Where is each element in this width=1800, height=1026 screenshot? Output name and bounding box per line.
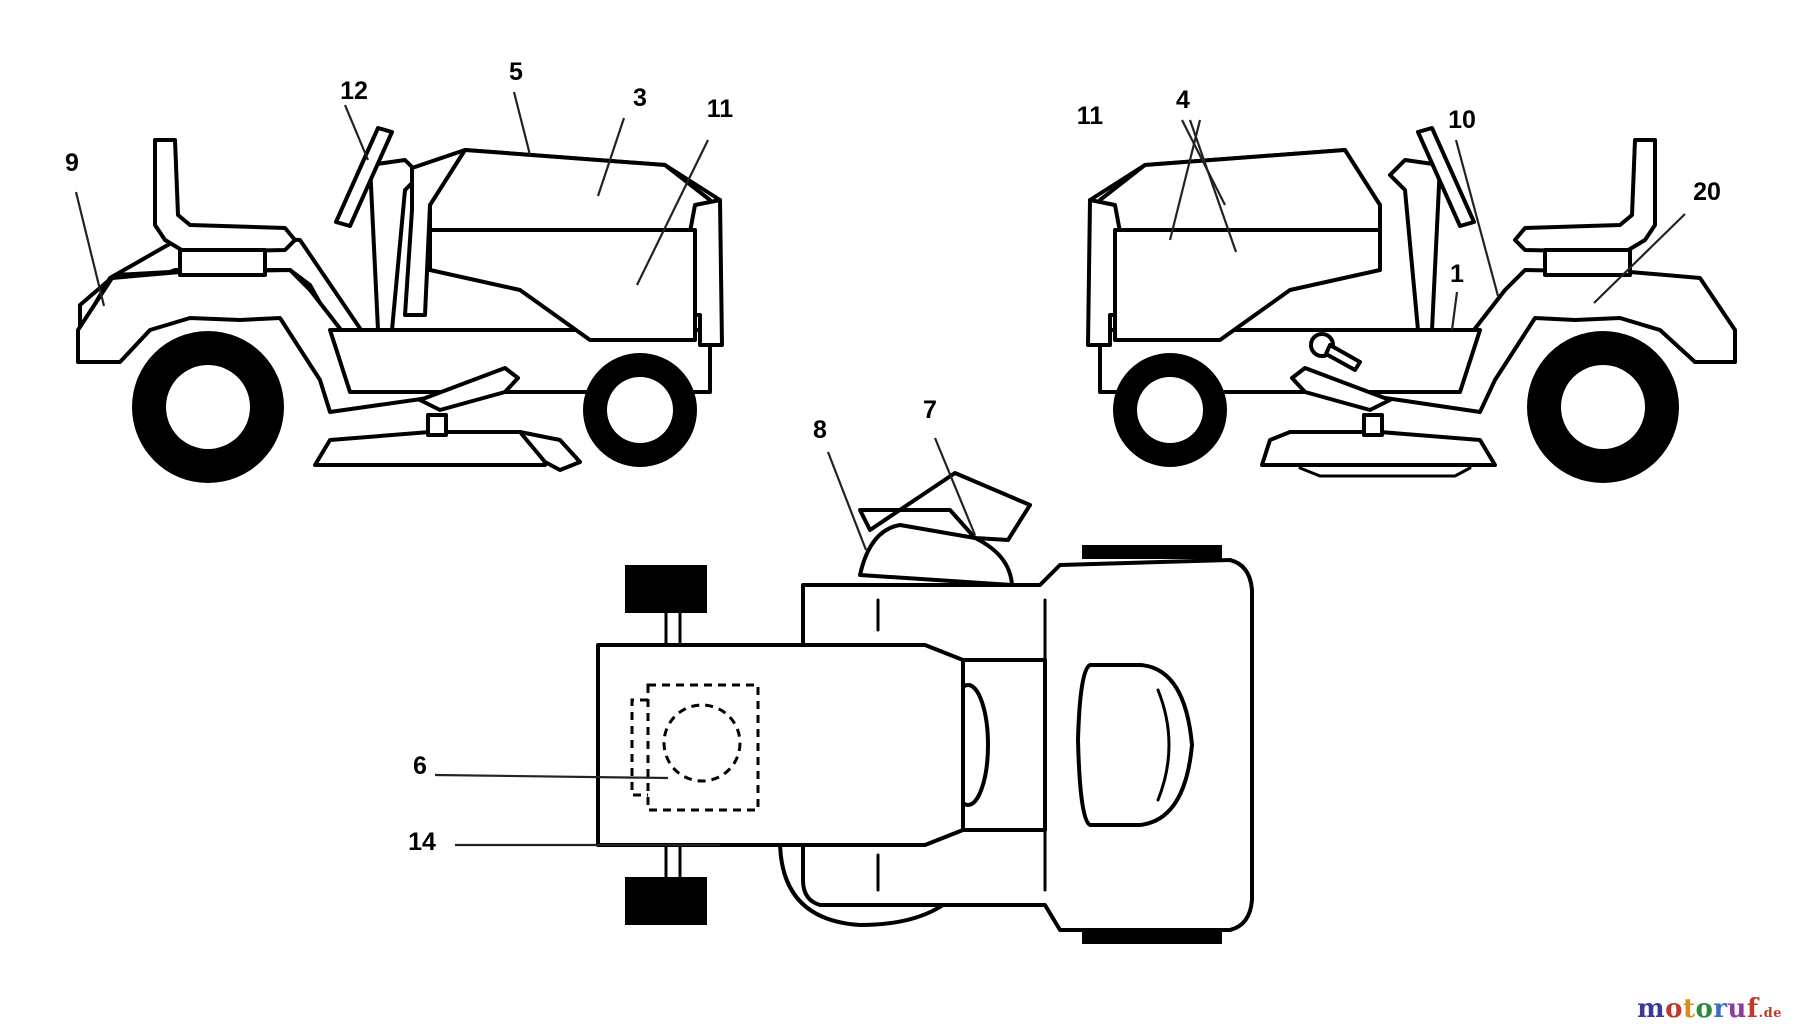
deck-outline-top bbox=[858, 523, 1014, 587]
front-tire-bottom bbox=[625, 877, 707, 925]
engine-dashed-circle bbox=[662, 703, 742, 783]
callout-label: 9 bbox=[65, 149, 79, 177]
watermark-letter: f bbox=[1746, 994, 1759, 1024]
steering-wheel bbox=[334, 126, 394, 228]
tractor-right-side-view bbox=[1086, 119, 1737, 483]
seat-right bbox=[1513, 138, 1657, 254]
foot-pedal-right bbox=[1290, 366, 1392, 412]
watermark-letter: r bbox=[1713, 994, 1728, 1024]
steering-wheel-right bbox=[1416, 126, 1476, 228]
hood-top-view bbox=[596, 643, 965, 847]
tractor-left-side-view bbox=[74, 91, 724, 483]
callout-label: 6 bbox=[413, 752, 427, 780]
deck-hanger-right bbox=[1362, 413, 1384, 437]
callout-label: 5 bbox=[509, 58, 523, 86]
front-tire-top bbox=[625, 565, 707, 613]
hood-top-right bbox=[1098, 148, 1382, 232]
callout-label: 11 bbox=[707, 95, 734, 123]
callout-label: 14 bbox=[408, 828, 436, 856]
callout-label: 3 bbox=[633, 84, 647, 112]
seat-base-right bbox=[1543, 248, 1632, 277]
seat-top bbox=[1076, 663, 1194, 827]
rear-wheel-hub bbox=[166, 365, 250, 449]
rear-wheel-hub-right bbox=[1561, 365, 1645, 449]
hood-top bbox=[428, 148, 712, 232]
engine-side-panel bbox=[428, 228, 697, 342]
engine-dashed-outline bbox=[646, 683, 760, 812]
front-wheel-hub bbox=[607, 377, 673, 443]
lift-lever bbox=[1324, 343, 1362, 372]
watermark-letter: u bbox=[1727, 994, 1747, 1024]
discharge-chute-top bbox=[858, 471, 1032, 542]
deck-hanger bbox=[426, 413, 448, 437]
foot-pedal bbox=[418, 366, 520, 412]
rear-tire-bottom bbox=[1082, 930, 1222, 944]
steering-column-right bbox=[1388, 158, 1442, 332]
tractor-top-view bbox=[434, 437, 1254, 944]
seat bbox=[153, 138, 297, 254]
callout-label: 7 bbox=[923, 396, 937, 424]
callout-label: 11 bbox=[1077, 102, 1104, 130]
watermark-letter: m bbox=[1637, 994, 1666, 1024]
mower-deck-right bbox=[1260, 430, 1497, 467]
callout-label: 1 bbox=[1450, 260, 1464, 288]
callout-label: 4 bbox=[1176, 86, 1190, 114]
rear-tire-top bbox=[1082, 545, 1222, 559]
front-wheel-hub-right bbox=[1137, 377, 1203, 443]
watermark-letter: t bbox=[1682, 994, 1696, 1024]
watermark-letter: o bbox=[1695, 994, 1714, 1024]
discharge-chute bbox=[518, 430, 582, 472]
seat-base bbox=[178, 248, 267, 277]
callout-labels: 12 5 3 11 9 11 4 10 20 1 8 7 6 14 bbox=[65, 58, 1721, 856]
steering-column bbox=[368, 158, 422, 332]
callout-label: 12 bbox=[340, 77, 368, 105]
motoruf-watermark-logo: motoruf.de bbox=[1637, 994, 1782, 1024]
callout-label: 20 bbox=[1693, 178, 1721, 206]
engine-side-panel-right bbox=[1113, 228, 1382, 342]
callout-label: 8 bbox=[813, 416, 827, 444]
callout-label: 10 bbox=[1448, 106, 1476, 134]
deck-skirt-right bbox=[1298, 466, 1472, 478]
watermark-letter: o bbox=[1665, 994, 1683, 1024]
watermark-suffix: .de bbox=[1758, 1006, 1782, 1021]
